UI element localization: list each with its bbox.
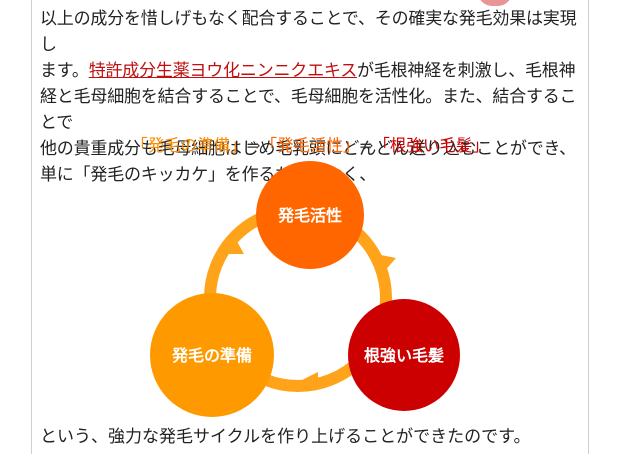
- node-label-preparation: 発毛の準備: [171, 346, 252, 365]
- arrow-icon: ⇒: [246, 136, 261, 155]
- arrow-head-icon: [376, 254, 396, 274]
- headline-step-2: 「発毛活性」: [260, 136, 360, 155]
- body-paragraph: 以上の成分を惜しげもなく配合することで、その確実な発毛効果は実現し ます。特許成…: [40, 6, 585, 188]
- headline-step-1: 「発毛の準備」: [131, 136, 247, 155]
- paragraph-text: ます。: [40, 61, 89, 81]
- hair-growth-cycle-diagram: 発毛活性 発毛の準備 根強い毛髪: [150, 161, 460, 417]
- arrow-head-icon: [298, 372, 318, 388]
- paragraph-line-2: ます。特許成分生薬ヨウ化ニンニクエキスが毛根神経を刺激し、毛根神: [40, 58, 585, 84]
- cycle-headline: 「発毛の準備」⇒「発毛活性」⇒「根強い毛髪」: [32, 132, 588, 156]
- arrow-head-icon: [224, 236, 244, 254]
- right-border: [588, 0, 589, 454]
- left-border: [31, 0, 32, 454]
- paragraph-text: が毛根神経を刺激し、毛根神: [357, 61, 576, 81]
- arrow-icon: ⇒: [359, 136, 374, 155]
- ingredient-link[interactable]: 特許成分生薬ヨウ化ニンニクエキス: [88, 61, 357, 81]
- paragraph-line-3: 経と毛母細胞を結合することで、毛母細胞を活性化。また、結合することで: [40, 87, 577, 133]
- node-label-strong-hair: 根強い毛髪: [364, 346, 444, 365]
- cycle-node-preparation: [150, 293, 274, 417]
- footer-sentence: という、強力な発毛サイクルを作り上げることができたのです。: [40, 427, 531, 447]
- paragraph-line-1: 以上の成分を惜しげもなく配合することで、その確実な発毛効果は実現し: [40, 9, 577, 55]
- cycle-node-activation: [256, 161, 364, 269]
- cycle-node-strong-hair: [348, 299, 460, 411]
- node-label-activation: 発毛活性: [277, 206, 342, 225]
- paragraph-line-4: 他の貴重成分も毛母細胞はじめ毛乳頭にどんどん送り込むことができ、: [40, 139, 576, 159]
- headline-step-3: 「根強い毛髪」: [373, 136, 489, 155]
- decorative-tab: [478, 0, 512, 6]
